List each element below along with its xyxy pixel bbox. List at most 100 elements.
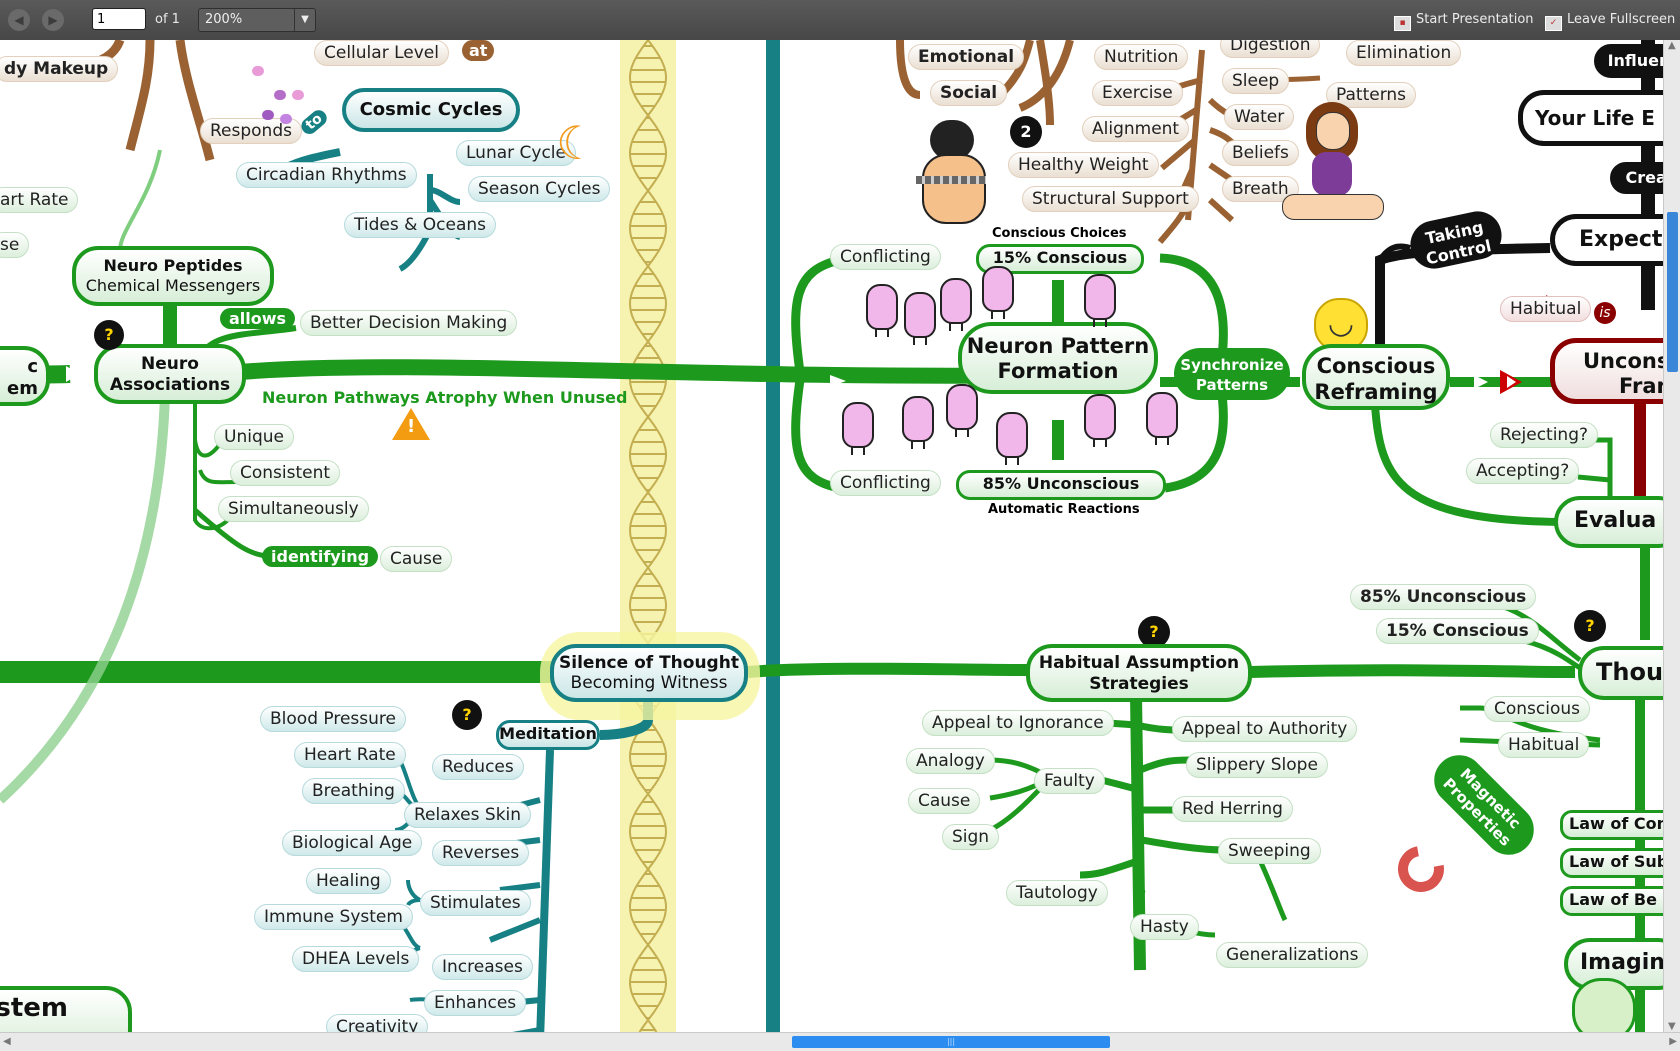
create-node[interactable]: Creat xyxy=(1610,162,1663,194)
pct85-unconscious-right-node[interactable]: 85% Unconscious xyxy=(1350,584,1537,610)
your-life-node[interactable]: Your Life E xyxy=(1518,90,1663,146)
exercise-node[interactable]: Exercise xyxy=(1092,80,1183,106)
neuro-peptides-node[interactable]: Neuro Peptides Chemical Messengers xyxy=(72,246,274,306)
lunar-cycle-node[interactable]: Lunar Cycle xyxy=(456,140,576,166)
leave-fullscreen-button[interactable]: ✓Leave Fullscreen xyxy=(1545,12,1675,31)
pct85-unconscious-node[interactable]: 85% Unconscious xyxy=(956,470,1166,500)
conscious-reframing-node[interactable]: Conscious Reframing xyxy=(1302,344,1450,410)
water-node[interactable]: Water xyxy=(1224,104,1295,130)
dhea-levels-node[interactable]: DHEA Levels xyxy=(292,946,420,972)
relaxes-skin-node[interactable]: Relaxes Skin xyxy=(404,802,532,828)
conscious-right-node[interactable]: Conscious xyxy=(1484,696,1591,722)
pct15-conscious-right-node[interactable]: 15% Conscious xyxy=(1376,618,1539,644)
better-decision-node[interactable]: Better Decision Making xyxy=(300,310,518,336)
thought-node[interactable]: Thoug xyxy=(1578,646,1663,700)
slippery-slope-node[interactable]: Slippery Slope xyxy=(1186,752,1328,778)
sign-node[interactable]: Sign xyxy=(942,824,1000,850)
zoom-select[interactable]: 200% ▼ xyxy=(198,8,316,32)
creativity-node[interactable]: Creativity xyxy=(326,1014,429,1032)
heart-rate-med-node[interactable]: Heart Rate xyxy=(294,742,406,768)
stimulates-node[interactable]: Stimulates xyxy=(420,890,531,916)
simultaneously-node[interactable]: Simultaneously xyxy=(218,496,369,522)
accepting-node[interactable]: Accepting? xyxy=(1466,458,1580,484)
evaluation-node[interactable]: Evalua xyxy=(1554,496,1663,548)
biological-age-node[interactable]: Biological Age xyxy=(282,830,423,856)
system-node-left[interactable]: c em xyxy=(0,346,50,406)
law-consciousness-node[interactable]: Law of Con xyxy=(1560,810,1663,840)
body-makeup-node[interactable]: dy Makeup xyxy=(0,56,119,82)
vertical-scroll-thumb[interactable] xyxy=(1667,212,1678,372)
circadian-rhythms-node[interactable]: Circadian Rhythms xyxy=(236,162,417,188)
cosmic-cycles-node[interactable]: Cosmic Cycles xyxy=(342,88,520,132)
back-arrow-icon[interactable]: ◀ xyxy=(8,9,30,31)
consistent-node[interactable]: Consistent xyxy=(230,460,341,486)
conflicting-top-node[interactable]: Conflicting xyxy=(830,244,941,270)
red-herring-node[interactable]: Red Herring xyxy=(1172,796,1293,822)
nutrition-node[interactable]: Nutrition xyxy=(1094,44,1189,70)
digestion-node[interactable]: Digestion xyxy=(1220,40,1321,58)
meditation-node[interactable]: Meditation xyxy=(496,720,600,750)
healing-node[interactable]: Healing xyxy=(306,868,391,894)
appeal-to-authority-node[interactable]: Appeal to Authority xyxy=(1172,716,1358,742)
sweeping-node[interactable]: Sweeping xyxy=(1218,838,1321,864)
generalizations-node[interactable]: Generalizations xyxy=(1216,942,1369,968)
blood-pressure-node[interactable]: Blood Pressure xyxy=(260,706,406,732)
faulty-node[interactable]: Faulty xyxy=(1034,768,1105,794)
silence-of-thought-node[interactable]: Silence of Thought Becoming Witness xyxy=(550,644,748,702)
scroll-left-icon[interactable]: ◀ xyxy=(3,1036,11,1047)
neuro-associations-node[interactable]: Neuro Associations xyxy=(94,344,246,404)
sleep-node[interactable]: Sleep xyxy=(1222,68,1290,94)
beliefs-node[interactable]: Beliefs xyxy=(1222,140,1299,166)
se-node[interactable]: se xyxy=(0,232,30,258)
analogy-node[interactable]: Analogy xyxy=(906,748,995,774)
reduces-node[interactable]: Reduces xyxy=(432,754,524,780)
social-node[interactable]: Social xyxy=(930,80,1008,106)
start-presentation-button[interactable]: ▪Start Presentation xyxy=(1394,12,1534,31)
vertical-scrollbar[interactable]: ▲ ▼ xyxy=(1663,40,1680,1032)
rejecting-node[interactable]: Rejecting? xyxy=(1490,422,1599,448)
horizontal-scrollbar[interactable]: ◀ ||| ▶ xyxy=(0,1032,1680,1051)
appeal-to-ignorance-node[interactable]: Appeal to Ignorance xyxy=(922,710,1114,736)
habitual-right-node[interactable]: Habitual xyxy=(1498,732,1590,758)
season-cycles-node[interactable]: Season Cycles xyxy=(468,176,611,202)
structural-support-node[interactable]: Structural Support xyxy=(1022,186,1199,212)
page-number-input[interactable] xyxy=(92,8,146,30)
alignment-node[interactable]: Alignment xyxy=(1082,116,1190,142)
neuron-creature-icon xyxy=(940,278,972,331)
tides-oceans-node[interactable]: Tides & Oceans xyxy=(344,212,496,238)
breathing-node[interactable]: Breathing xyxy=(302,778,405,804)
mindmap-canvas[interactable]: dy Makeup Cellular Level at Responds to … xyxy=(0,40,1663,1032)
habitual-top-node[interactable]: Habitual xyxy=(1500,296,1592,322)
scroll-right-icon[interactable]: ▶ xyxy=(1669,1036,1677,1047)
law-belief-node[interactable]: Law of Be xyxy=(1560,886,1663,916)
elimination-node[interactable]: Elimination xyxy=(1346,40,1462,66)
synchronize-patterns-node[interactable]: Synchronize Patterns xyxy=(1174,348,1290,400)
increases-node[interactable]: Increases xyxy=(432,954,533,980)
unconscious-frame-node[interactable]: Uncons Fram xyxy=(1550,338,1663,404)
hasty-node[interactable]: Hasty xyxy=(1130,914,1199,940)
emotional-node[interactable]: Emotional xyxy=(908,44,1025,70)
enhances-node[interactable]: Enhances xyxy=(424,990,527,1016)
law-subconscious-node[interactable]: Law of Sub xyxy=(1560,848,1663,878)
reverses-node[interactable]: Reverses xyxy=(432,840,530,866)
habitual-assumption-strategies-node[interactable]: Habitual Assumption Strategies xyxy=(1026,644,1252,702)
healthy-weight-node[interactable]: Healthy Weight xyxy=(1008,152,1159,178)
expectations-node[interactable]: Expecta xyxy=(1550,214,1663,266)
conflicting-bottom-node[interactable]: Conflicting xyxy=(830,470,941,496)
heart-rate-node[interactable]: art Rate xyxy=(0,187,79,213)
chevron-down-icon[interactable]: ▼ xyxy=(294,9,315,31)
cause-node[interactable]: Cause xyxy=(380,546,453,572)
cause-fallacy-node[interactable]: Cause xyxy=(908,788,981,814)
forward-arrow-icon[interactable]: ▶ xyxy=(42,9,64,31)
cellular-level-node[interactable]: Cellular Level xyxy=(314,40,449,66)
horizontal-scroll-thumb[interactable]: ||| xyxy=(792,1036,1110,1048)
unique-node[interactable]: Unique xyxy=(214,424,294,450)
patterns-node[interactable]: Patterns xyxy=(1326,82,1417,108)
scroll-up-icon[interactable]: ▲ xyxy=(1668,40,1676,51)
scroll-down-icon[interactable]: ▼ xyxy=(1668,1021,1676,1032)
neuron-pattern-formation-node[interactable]: Neuron Pattern Formation xyxy=(958,322,1158,394)
system-node-bottom[interactable]: stem xyxy=(0,986,132,1032)
immune-system-node[interactable]: Immune System xyxy=(254,904,413,930)
tautology-node[interactable]: Tautology xyxy=(1006,880,1108,906)
influence-node[interactable]: Influen xyxy=(1594,44,1663,78)
